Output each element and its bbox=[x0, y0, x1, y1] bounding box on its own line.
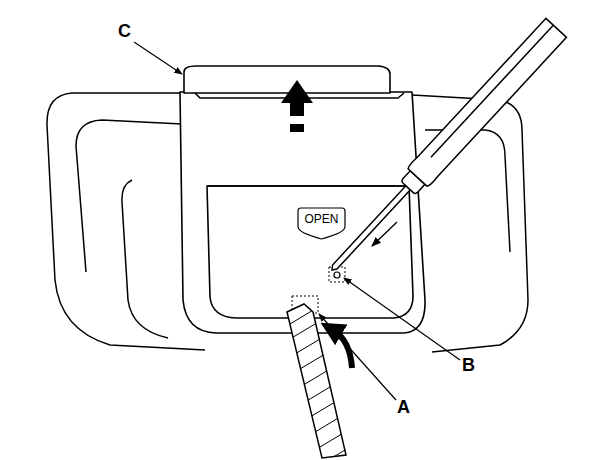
tool-outline bbox=[287, 304, 346, 458]
frame-contour bbox=[76, 120, 182, 272]
handle-groove bbox=[431, 25, 553, 157]
open-tag: OPEN bbox=[297, 207, 346, 240]
hatch-lines bbox=[280, 300, 370, 460]
release-hole bbox=[334, 272, 340, 278]
motion-arrow bbox=[333, 330, 352, 368]
cover-outline bbox=[180, 92, 425, 333]
cover-lip bbox=[184, 66, 390, 93]
screwdriver-handle bbox=[407, 18, 567, 187]
leader-line bbox=[319, 314, 396, 400]
arrowhead bbox=[281, 80, 313, 103]
leader-line bbox=[344, 278, 460, 360]
callout-letter: A bbox=[397, 398, 410, 416]
cover-panel bbox=[207, 186, 413, 318]
arrow-dash bbox=[290, 124, 304, 132]
callout-letter: B bbox=[462, 356, 475, 374]
tag-text: OPEN bbox=[297, 212, 346, 226]
callout-letter: C bbox=[118, 22, 131, 40]
tool-hatch bbox=[280, 300, 370, 460]
cover bbox=[180, 66, 425, 333]
screwdriver bbox=[321, 18, 566, 280]
frame-contour bbox=[122, 180, 168, 338]
pry-tool bbox=[280, 300, 370, 460]
panel-edge bbox=[207, 185, 409, 187]
push-arrow bbox=[372, 222, 397, 246]
leader-line bbox=[134, 42, 182, 74]
removal-arrow bbox=[281, 80, 313, 132]
arrow-shaft bbox=[290, 103, 304, 116]
tag-shape bbox=[298, 208, 345, 239]
